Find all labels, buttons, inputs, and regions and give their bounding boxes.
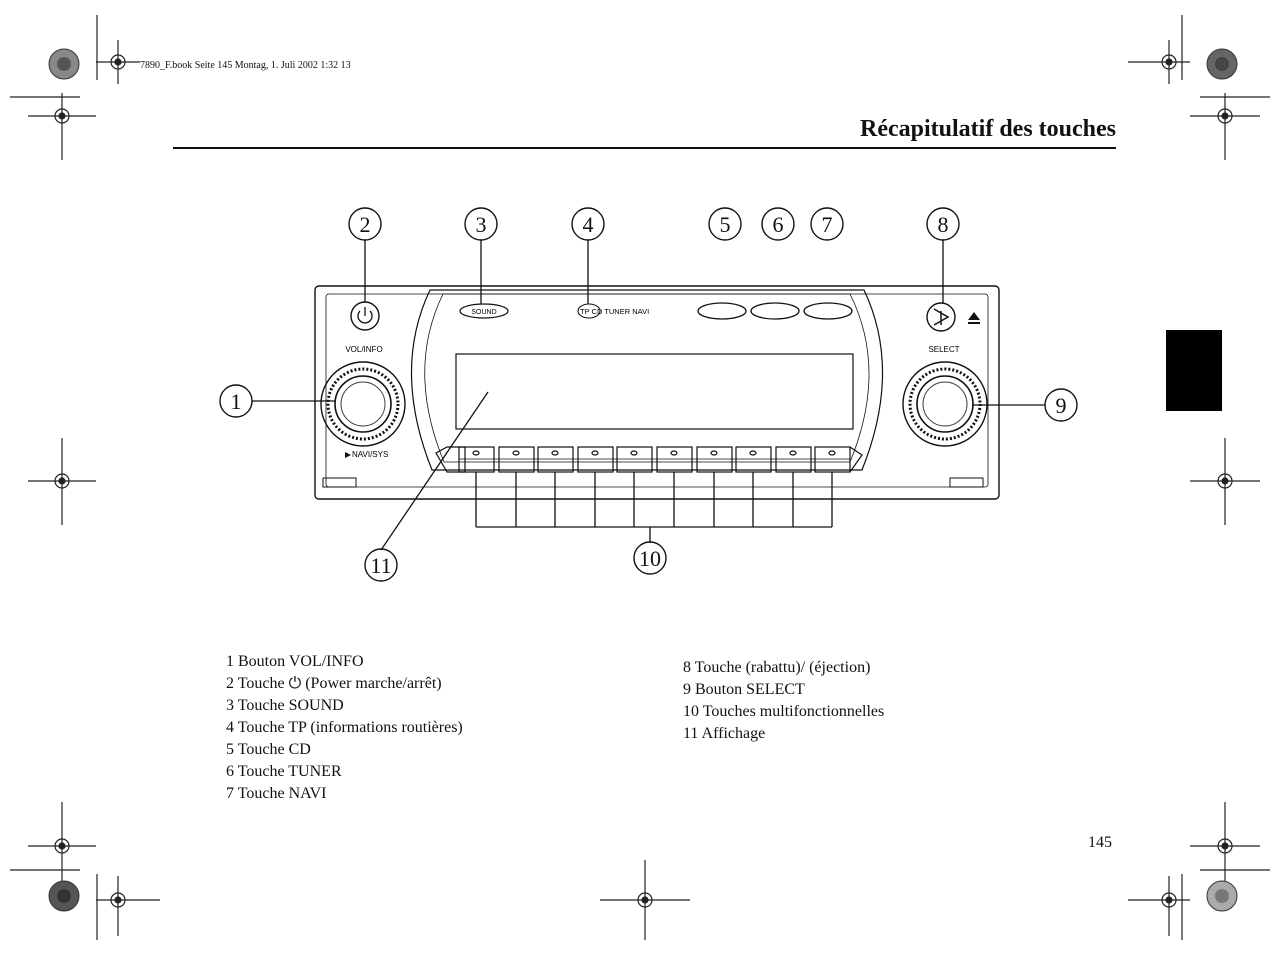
callout-5: 5 <box>720 212 731 237</box>
crop-mark-mid-left <box>28 438 96 525</box>
legend-item-select: 9 Bouton SELECT <box>683 681 805 698</box>
select-knob <box>902 361 988 447</box>
callout-7: 7 <box>822 212 833 237</box>
crop-mark-mid-right <box>1190 438 1260 525</box>
callouts <box>219 207 1078 582</box>
callout-circle-3 <box>464 207 498 241</box>
display <box>455 353 854 430</box>
callout-3: 3 <box>476 212 487 237</box>
radio-front-panel <box>314 285 1000 500</box>
legend-left: 1 Bouton VOL/INFO 2 Touche ⏻ (Power marc… <box>226 651 463 805</box>
tuner-button <box>750 302 800 320</box>
callout-circle-8 <box>926 207 960 241</box>
callout-9: 9 <box>1056 393 1067 418</box>
legend-item-fold-eject: 8 Touche (rabattu)/ (éjection) <box>683 659 871 676</box>
legend-item-sound: 3 Touche SOUND <box>226 697 344 714</box>
legend-item-cd: 5 Touche CD <box>226 741 311 758</box>
crop-mark-top-right <box>1128 15 1270 160</box>
callout-11: 11 <box>370 553 391 578</box>
cd-tuner-navi-buttons <box>697 302 853 320</box>
legend-item-tuner: 6 Touche TUNER <box>226 763 342 780</box>
navi-sys-label: NAVI/SYS <box>352 450 388 459</box>
navi-sys-arrow-icon <box>345 452 351 458</box>
color-targets <box>48 48 1238 912</box>
callout-circle-7 <box>810 207 844 241</box>
vol-info-knob <box>320 361 406 447</box>
legend-item-multifunction: 10 Touches multifonctionnelles <box>683 703 885 720</box>
title-rule <box>173 147 1116 149</box>
crop-mark-bottom-center <box>600 860 690 940</box>
page-title: Récapitulatif des touches <box>860 116 1116 142</box>
callout-6: 6 <box>773 212 784 237</box>
callout-1: 1 <box>231 389 242 414</box>
crop-mark-bottom-right <box>1128 802 1270 940</box>
vol-info-label: VOL/INFO <box>345 345 382 354</box>
legend-item-display: 11 Affichage <box>683 725 766 742</box>
cd-button <box>697 302 747 320</box>
fold-button <box>926 302 956 332</box>
navi-button <box>803 302 853 320</box>
sound-button: SOUND <box>459 303 509 319</box>
legend-item-navi: 7 Touche NAVI <box>226 785 327 802</box>
legend-item-tp: 4 Touche TP (informations routières) <box>226 719 463 736</box>
callout-circle-5 <box>708 207 742 241</box>
callout-4: 4 <box>583 212 594 237</box>
power-button <box>350 301 380 331</box>
callout-circle-10 <box>633 541 667 575</box>
callout-circle-11 <box>364 548 398 582</box>
crop-mark-top-left <box>10 15 140 160</box>
callout-numbers: 1 2 3 4 5 6 7 8 9 10 11 <box>231 212 1067 578</box>
callout-circle-4 <box>571 207 605 241</box>
eject-icon <box>968 312 980 324</box>
page-number: 145 <box>1088 834 1112 851</box>
sound-label: SOUND <box>471 309 496 316</box>
crop-mark-bottom-left <box>10 802 160 940</box>
callout-8: 8 <box>938 212 949 237</box>
select-label: SELECT <box>928 345 959 354</box>
source-label-group: TP CD TUNER NAVI <box>577 303 649 319</box>
legend-right: 8 Touche (rabattu)/ (éjection) 9 Bouton … <box>683 657 884 745</box>
source-labels: TP CD TUNER NAVI <box>580 307 649 316</box>
callout-2: 2 <box>360 212 371 237</box>
book-header-info: 7890_F.book Seite 145 Montag, 1. Juli 20… <box>140 60 351 71</box>
callout-circle-6 <box>761 207 795 241</box>
registration-marks <box>10 15 1270 940</box>
thumb-tab <box>1166 330 1222 411</box>
callout-leaders <box>252 240 1045 551</box>
callout-10: 10 <box>639 546 661 571</box>
legend-item-vol-info: 1 Bouton VOL/INFO <box>226 653 364 670</box>
callout-circle-1 <box>219 384 253 418</box>
legend-item-power: 2 Touche ⏻ (Power marche/arrêt) <box>226 675 442 692</box>
multifunction-buttons <box>435 446 863 473</box>
callout-circle-9 <box>1044 388 1078 422</box>
callout-circle-2 <box>348 207 382 241</box>
